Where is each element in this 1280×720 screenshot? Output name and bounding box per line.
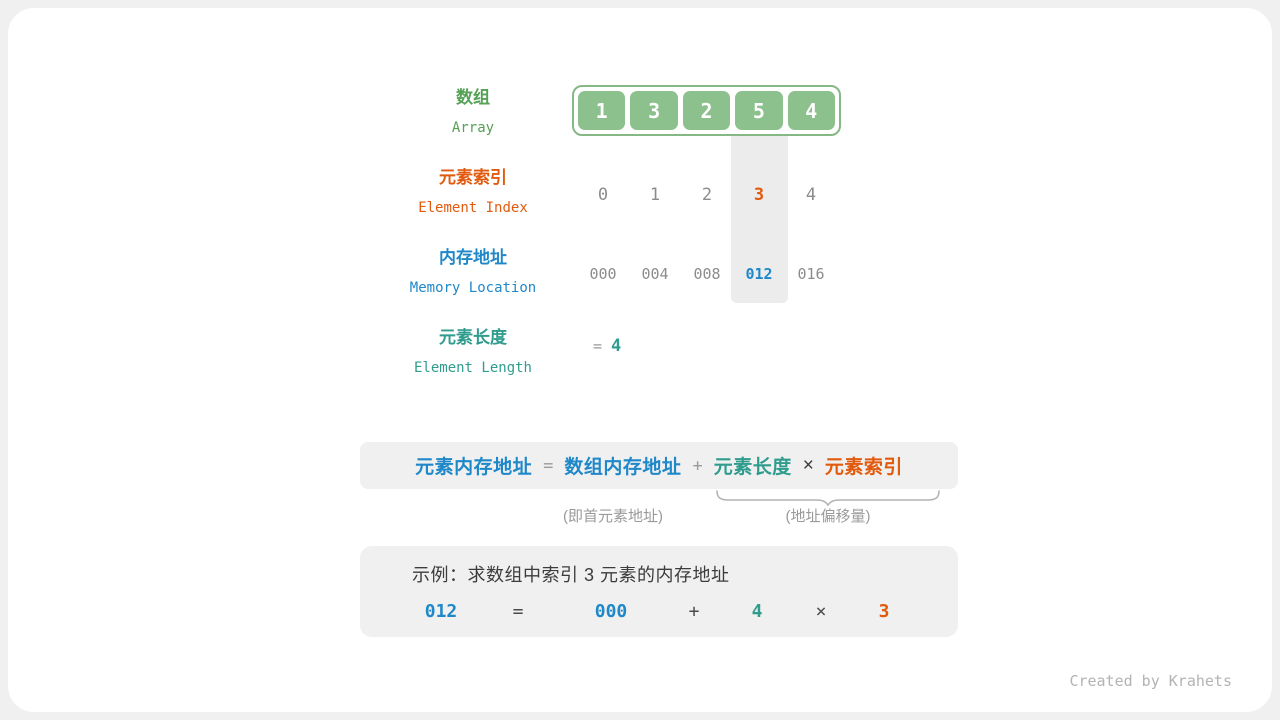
- array-cell: 4: [787, 91, 836, 130]
- formula-box: 元素内存地址 = 数组内存地址 + 元素长度 × 元素索引: [360, 442, 958, 489]
- index-value-highlighted: 3: [753, 185, 765, 205]
- formula-base-address: 数组内存地址: [564, 457, 682, 478]
- label-memory-location: 内存地址 Memory Location: [353, 249, 593, 296]
- array-cell: 1: [578, 91, 626, 130]
- label-element-length-zh: 元素长度: [439, 328, 507, 347]
- index-value: 2: [701, 185, 713, 205]
- label-element-length: 元素长度 Element Length: [353, 329, 593, 376]
- array-cell: 5: [735, 91, 783, 130]
- diagram-card: 数组 Array 元素索引 Element Index 内存地址 Memory …: [8, 8, 1272, 712]
- example-length: 4: [751, 601, 763, 622]
- credit-text: Created by Krahets: [1069, 672, 1232, 690]
- label-array-en: Array: [451, 120, 495, 136]
- label-memory-location-en: Memory Location: [409, 280, 537, 296]
- address-value: 000: [589, 265, 617, 283]
- address-value: 016: [797, 265, 825, 283]
- formula-plus: +: [692, 455, 703, 476]
- example-plus: +: [688, 601, 700, 622]
- label-array-zh: 数组: [456, 88, 490, 107]
- label-element-length-en: Element Length: [413, 360, 532, 376]
- index-value: 1: [649, 185, 661, 205]
- address-value: 008: [693, 265, 721, 283]
- note-address-offset: (地址偏移量): [785, 508, 871, 525]
- label-element-index-zh: 元素索引: [439, 168, 507, 187]
- example-base: 000: [594, 601, 628, 622]
- note-first-element-address: (即首元素地址): [563, 508, 663, 525]
- label-memory-location-zh: 内存地址: [439, 248, 507, 267]
- example-equals: =: [512, 601, 524, 622]
- formula-element-length: 元素长度: [713, 457, 792, 478]
- example-title: 示例：求数组中索引 3 元素的内存地址: [412, 565, 730, 585]
- array-cell: 2: [682, 91, 731, 130]
- label-element-index-en: Element Index: [418, 200, 528, 216]
- label-array: 数组 Array: [353, 89, 593, 136]
- array-container: 1 3 2 5 4: [572, 85, 841, 136]
- example-box: 示例：求数组中索引 3 元素的内存地址 012 = 000 + 4 × 3: [360, 546, 958, 637]
- formula-element-index: 元素索引: [824, 457, 903, 478]
- formula-times: ×: [802, 454, 814, 476]
- element-length-value: = 4: [593, 336, 621, 356]
- address-value: 004: [641, 265, 669, 283]
- label-element-index: 元素索引 Element Index: [353, 169, 593, 216]
- formula-lhs: 元素内存地址: [415, 457, 533, 478]
- formula-equals: =: [543, 455, 554, 476]
- index-value: 0: [597, 185, 609, 205]
- example-result: 012: [424, 601, 458, 622]
- underbrace: [716, 490, 940, 506]
- address-value-highlighted: 012: [745, 265, 773, 283]
- array-cell: 3: [630, 91, 678, 130]
- example-times: ×: [815, 601, 827, 622]
- highlight-column-band: [731, 136, 788, 303]
- example-index: 3: [878, 601, 890, 622]
- equals-sign: =: [593, 337, 603, 355]
- index-value: 4: [805, 185, 817, 205]
- element-length-number: 4: [611, 336, 622, 356]
